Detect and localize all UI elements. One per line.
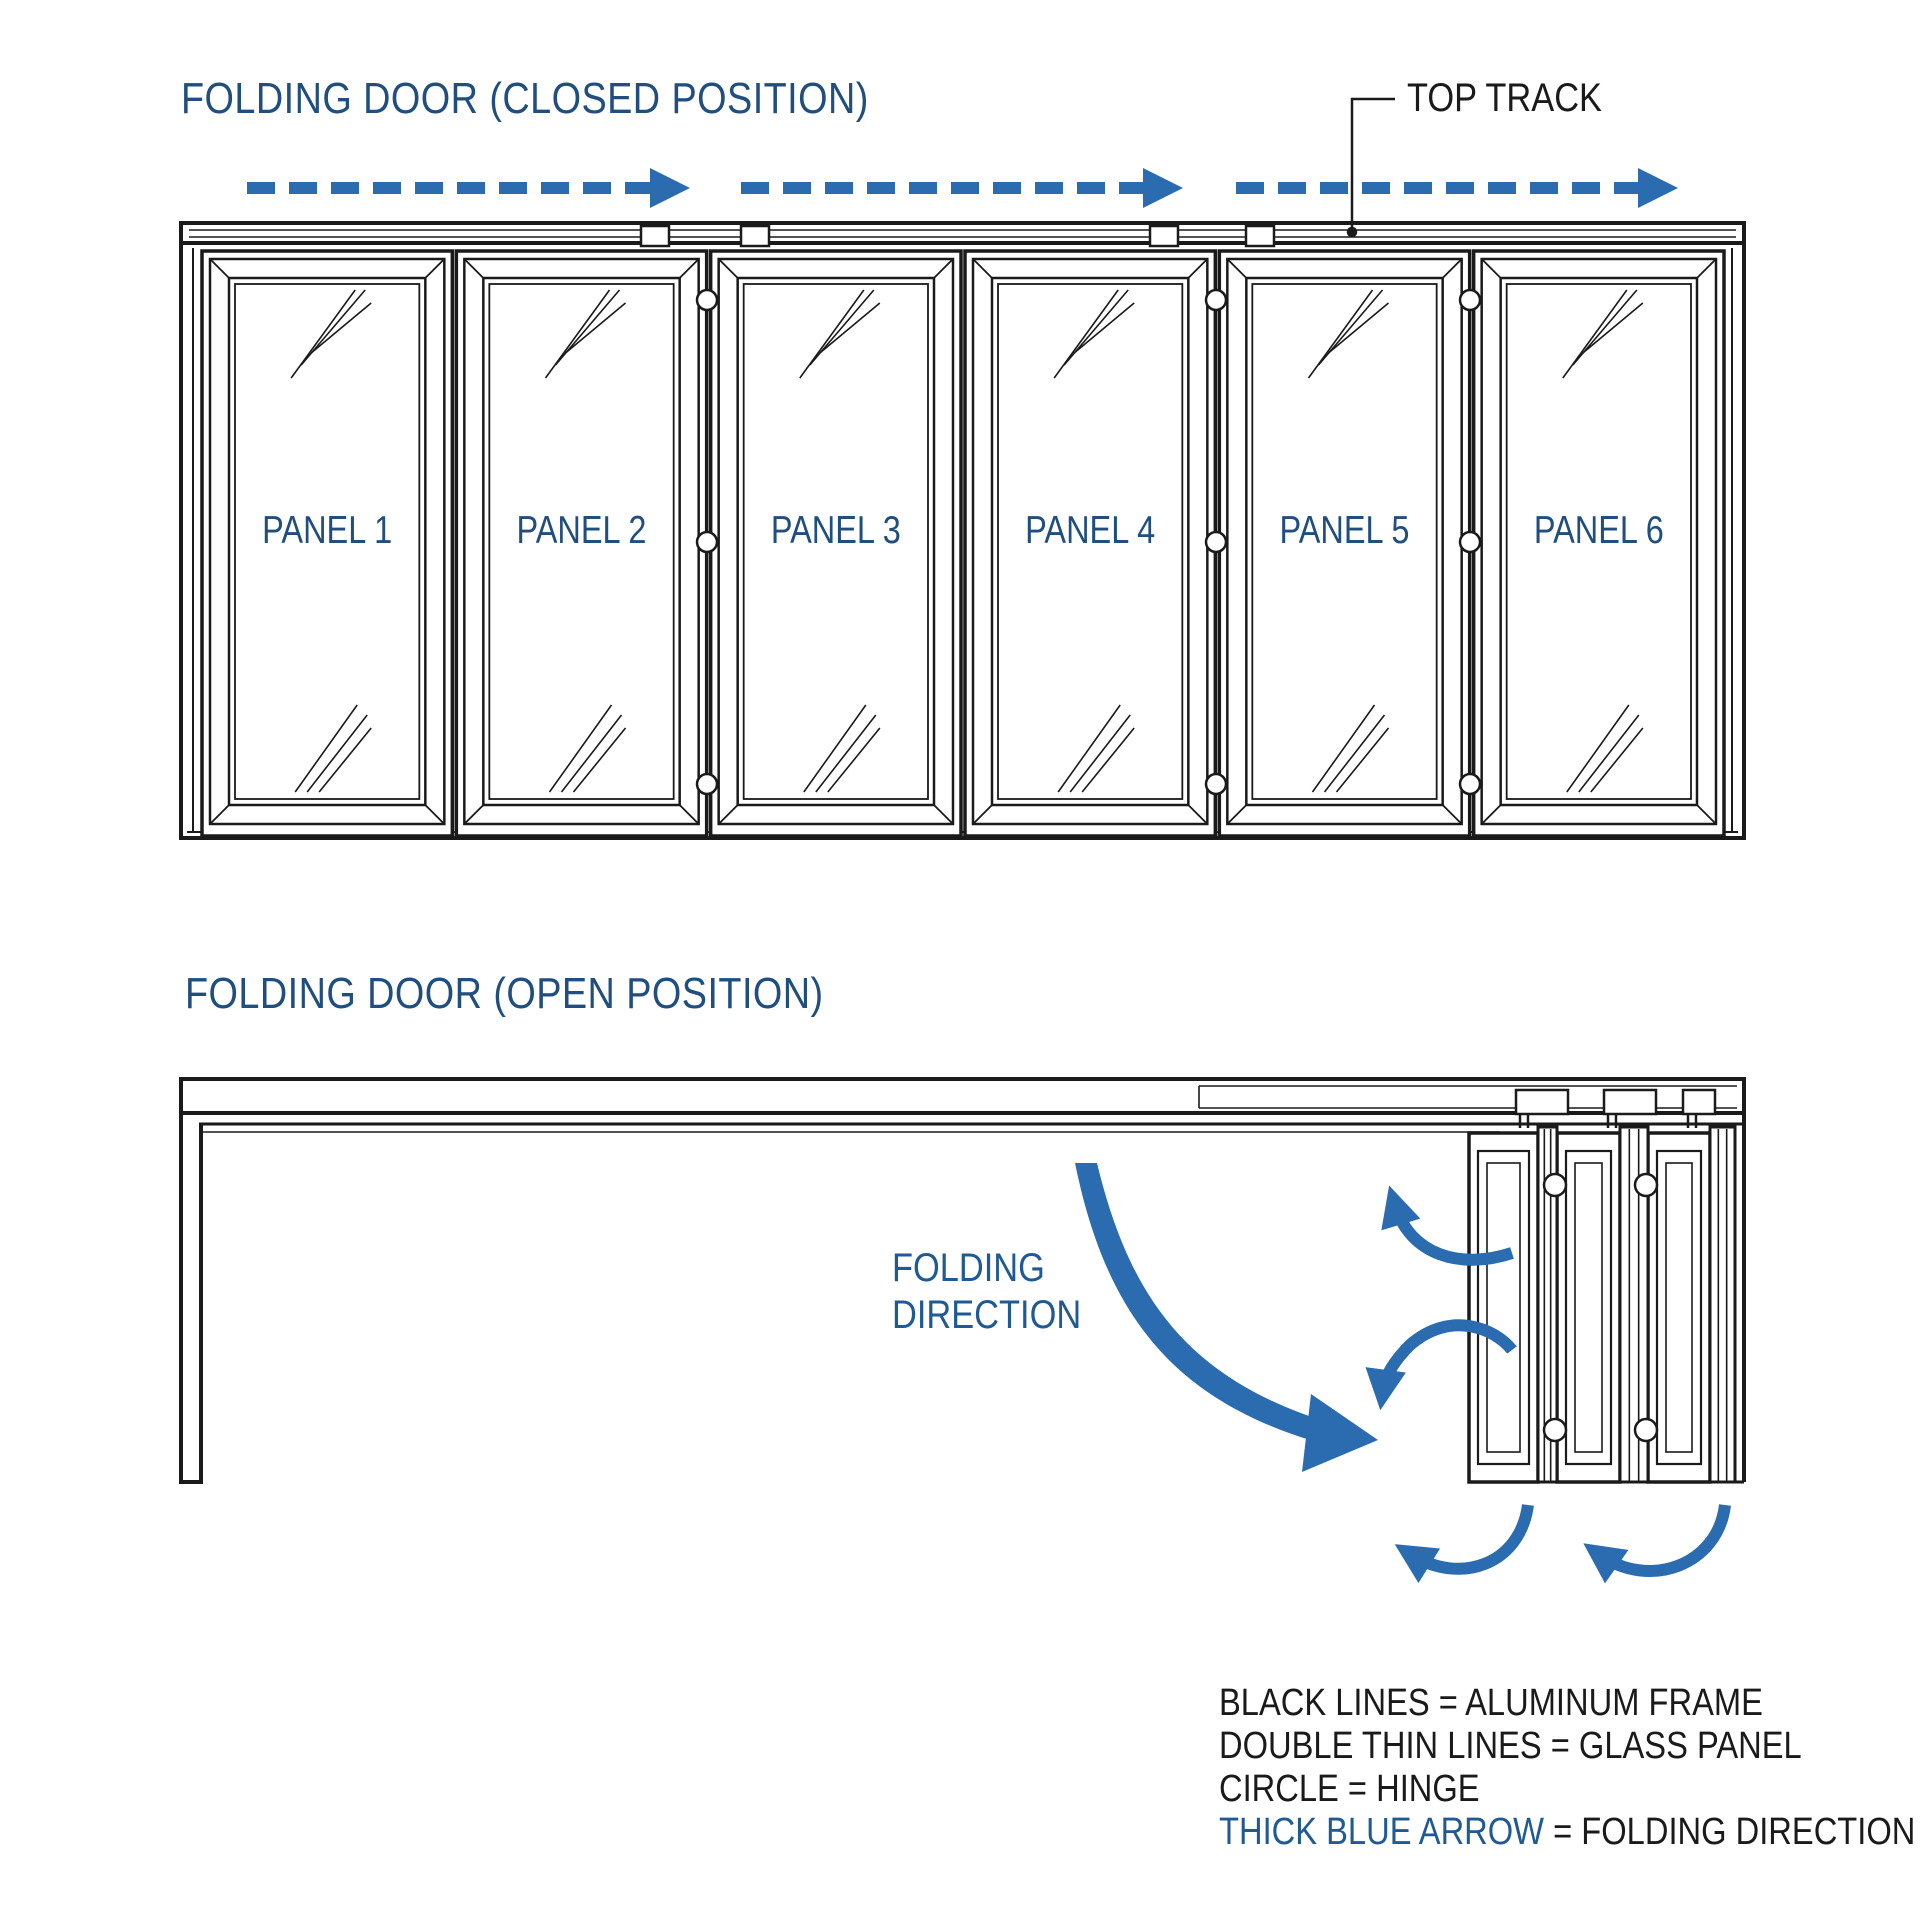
hinge	[695, 530, 719, 554]
hinge	[1204, 288, 1228, 312]
direction-arrowhead-2	[1143, 168, 1183, 208]
panel-6: PANEL 6	[1471, 249, 1726, 838]
panel-label: PANEL 3	[771, 509, 901, 552]
panel-2: PANEL 2	[454, 249, 709, 838]
hinge	[1542, 1417, 1568, 1443]
hinge	[1204, 772, 1228, 796]
folding-direction-line2: DIRECTION	[892, 1293, 1082, 1337]
legend-arrow-rest: = FOLDING DIRECTION	[1544, 1811, 1916, 1853]
stacked-panels	[1467, 1113, 1746, 1484]
hinge	[1458, 772, 1482, 796]
hinge	[1458, 530, 1482, 554]
panel-label: PANEL 4	[1025, 509, 1155, 552]
panel-label: PANEL 1	[262, 509, 392, 552]
hinge	[1633, 1417, 1659, 1443]
fold-arrow-middle	[1365, 1319, 1517, 1411]
legend-arrow-line: THICK BLUE ARROW = FOLDING DIRECTION	[1219, 1811, 1915, 1854]
stack-hinges	[1542, 1172, 1659, 1443]
panel-3: PANEL 3	[708, 249, 963, 838]
hinge	[695, 772, 719, 796]
folding-direction-line1: FOLDING	[892, 1246, 1045, 1290]
legend-arrow-key: THICK BLUE ARROW	[1219, 1811, 1545, 1853]
folding-direction-arrows	[1085, 1163, 1260, 1400]
closed-position-title: FOLDING DOOR (CLOSED POSITION)	[181, 74, 869, 123]
panel-label: PANEL 5	[1280, 509, 1410, 552]
top-track-label: TOP TRACK	[1407, 76, 1603, 120]
panel-label: PANEL 2	[517, 509, 647, 552]
fold-arrow-bottom-left	[1394, 1503, 1534, 1584]
glass-reflection	[544, 289, 627, 793]
top-track-leader	[1346, 97, 1395, 238]
track-carriers	[639, 224, 1276, 248]
direction-arrowhead-1	[650, 168, 690, 208]
glass-reflection	[1053, 289, 1135, 793]
hinge	[1542, 1172, 1568, 1198]
glass-reflection	[290, 289, 372, 793]
closed-hinges	[695, 288, 1482, 796]
open-frame	[179, 1077, 1746, 1484]
open-position-title: FOLDING DOOR (OPEN POSITION)	[185, 969, 824, 1018]
legend-hinge-line: CIRCLE = HINGE	[1219, 1768, 1480, 1810]
direction-arrowhead-3	[1638, 168, 1678, 208]
closed-panels: PANEL 1 PANEL 2 PANEL 3 PANEL 4 PANEL 5 PANEL…	[200, 249, 1726, 838]
closed-direction-arrows	[247, 168, 1678, 208]
hinge	[695, 288, 719, 312]
glass-reflection	[1562, 289, 1644, 793]
main-folding-arrow-shape	[1075, 1163, 1378, 1472]
panel-4: PANEL 4	[963, 249, 1218, 838]
legend-frame-line: BLACK LINES = ALUMINUM FRAME	[1219, 1682, 1763, 1724]
panel-1: PANEL 1	[200, 249, 455, 838]
glass-reflection	[1307, 289, 1390, 793]
legend: BLACK LINES = ALUMINUM FRAME DOUBLE THIN…	[1219, 1682, 1915, 1854]
fold-arrow-bottom-right	[1583, 1504, 1731, 1584]
folding-direction-label: FOLDING DIRECTION	[892, 1245, 1081, 1339]
hinge	[1458, 288, 1482, 312]
small-folding-arrows	[1365, 1185, 1731, 1584]
glass-reflection	[799, 289, 881, 793]
hinge	[1204, 530, 1228, 554]
main-folding-arrow	[1085, 1163, 1260, 1400]
top-track	[179, 221, 1746, 245]
fold-arrow-upper	[1381, 1185, 1514, 1266]
panel-label: PANEL 6	[1534, 509, 1664, 552]
hinge	[1633, 1172, 1659, 1198]
open-track-carriers	[1514, 1088, 1717, 1128]
panel-5: PANEL 5	[1217, 249, 1472, 838]
legend-glass-line: DOUBLE THIN LINES = GLASS PANEL	[1219, 1725, 1802, 1767]
